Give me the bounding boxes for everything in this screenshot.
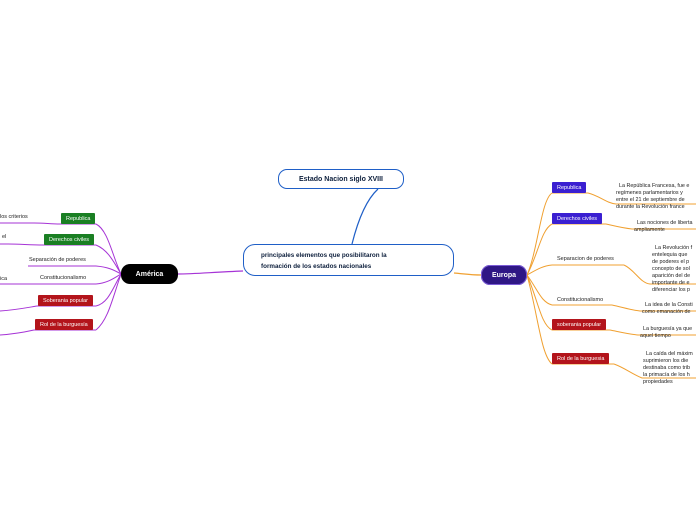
am-note-constitucionalismo[interactable]: ica: [0, 276, 7, 282]
eu-note-separacion[interactable]: La Revolución f entelequia que de podere…: [652, 238, 696, 294]
eu-note-constitucionalismo[interactable]: La idea de la Consti como emanación de: [642, 295, 696, 316]
am-branch-soberania[interactable]: Soberania popular: [38, 295, 93, 306]
eu-branch-soberania-label: soberania popular: [557, 321, 602, 328]
eu-branch-soberania[interactable]: soberania popular: [552, 319, 607, 330]
eu-note-republica[interactable]: La República Francesa, fue e regímenes p…: [616, 176, 696, 211]
link-center-europa: [453, 272, 482, 276]
eu-branch-republica[interactable]: Republica: [552, 182, 587, 193]
eu-branch-rol-burguesia[interactable]: Rol de la burguesia: [552, 353, 610, 364]
eu-note-rol-text: La caída del máxim suprimieron los die d…: [643, 351, 693, 385]
hub-america-label: América: [135, 270, 164, 278]
link-am-note5: [0, 329, 35, 336]
link-am-note1: [0, 222, 61, 225]
eu-branch-rol-burguesia-label: Rol de la burguesia: [557, 355, 605, 362]
link-am-republica: [95, 223, 122, 275]
link-eu-derechos: [526, 223, 553, 276]
am-branch-constitucionalismo[interactable]: Constitucionalismo: [40, 275, 86, 281]
eu-note-soberania-text: La burguesía ya que aquel tiempo: [640, 326, 693, 339]
link-eu-note-constitucionalismo: [611, 304, 696, 312]
link-eu-rol: [526, 274, 553, 365]
hub-europa[interactable]: Europa: [481, 265, 527, 285]
eu-note-derechos[interactable]: Las nociones de liberta ampliamente: [634, 213, 696, 234]
eu-branch-republica-label: Republica: [557, 184, 582, 191]
eu-note-republica-text: La República Francesa, fue e regímenes p…: [616, 183, 690, 210]
am-branch-rol-burguesia[interactable]: Rol de la burguesía: [35, 319, 93, 330]
link-am-separacion: [95, 265, 122, 275]
link-am-note2: [0, 243, 44, 246]
main-topic-label: Estado Nacion siglo XVIII: [298, 175, 384, 183]
main-topic[interactable]: Estado Nacion siglo XVIII: [278, 169, 404, 189]
central-topic-line2: formación de los estados nacionales: [261, 263, 372, 270]
link-eu-separacion: [526, 264, 553, 276]
am-branch-soberania-label: Soberania popular: [43, 297, 88, 304]
link-eu-note-soberania: [609, 329, 696, 336]
am-branch-derechos-civiles-label: Derechos civiles: [49, 236, 90, 243]
link-main-center: [351, 188, 379, 245]
link-am-derechos: [95, 244, 122, 275]
am-branch-rol-burguesia-label: Rol de la burguesía: [40, 321, 88, 328]
central-topic-line1: principales elementos que posibilitaron …: [261, 252, 387, 259]
eu-branch-derechos-civiles[interactable]: Derechos civiles: [552, 213, 603, 224]
link-am-soberania: [95, 273, 122, 307]
link-eu-soberania: [526, 274, 553, 331]
am-branch-separacion-label: Separación de poderes: [29, 257, 86, 263]
hub-europa-label: Europa: [491, 271, 517, 279]
eu-branch-separacion-label: Separacion de poderes: [557, 256, 614, 262]
link-am-note4: [0, 305, 38, 312]
am-note-constitucionalismo-text: ica: [0, 276, 8, 282]
eu-branch-constitucionalismo[interactable]: Constitucionalismo: [557, 297, 603, 303]
eu-note-derechos-text: Las nociones de liberta ampliamente: [634, 220, 693, 233]
link-am-rol: [95, 273, 122, 331]
eu-note-separacion-text: La Revolución f entelequia que de podere…: [652, 245, 693, 293]
link-eu-republica: [526, 192, 553, 276]
eu-note-soberania[interactable]: La burguesía ya que aquel tiempo: [640, 319, 696, 340]
eu-note-rol[interactable]: La caída del máxim suprimieron los die d…: [643, 344, 696, 386]
link-center-america: [177, 270, 244, 275]
am-branch-republica-label: Republica: [66, 215, 91, 222]
am-note-republica-text: los criterios: [0, 214, 28, 220]
link-eu-note-derechos: [605, 223, 696, 230]
am-note-derechos-text: el: [2, 234, 7, 240]
am-branch-republica[interactable]: Republica: [61, 213, 96, 224]
am-note-derechos[interactable]: el: [2, 234, 6, 240]
link-am-constitucionalismo: [95, 273, 122, 285]
eu-branch-separacion[interactable]: Separacion de poderes: [557, 256, 614, 262]
am-branch-separacion[interactable]: Separación de poderes: [29, 257, 86, 263]
eu-note-constitucionalismo-text: La idea de la Consti como emanación de: [642, 302, 693, 315]
eu-branch-derechos-civiles-label: Derechos civiles: [557, 215, 598, 222]
link-eu-note-separacion: [623, 264, 696, 285]
link-eu-note-rol: [613, 363, 696, 379]
am-branch-constitucionalismo-label: Constitucionalismo: [40, 275, 87, 281]
am-branch-derechos-civiles[interactable]: Derechos civiles: [44, 234, 95, 245]
am-note-republica[interactable]: los criterios: [0, 214, 28, 220]
link-eu-note-republica: [587, 192, 696, 205]
eu-branch-constitucionalismo-label: Constitucionalismo: [557, 297, 604, 303]
hub-america[interactable]: América: [121, 264, 178, 284]
central-topic[interactable]: principales elementos que posibilitaron …: [243, 244, 454, 276]
link-eu-constitucionalismo: [526, 274, 553, 306]
